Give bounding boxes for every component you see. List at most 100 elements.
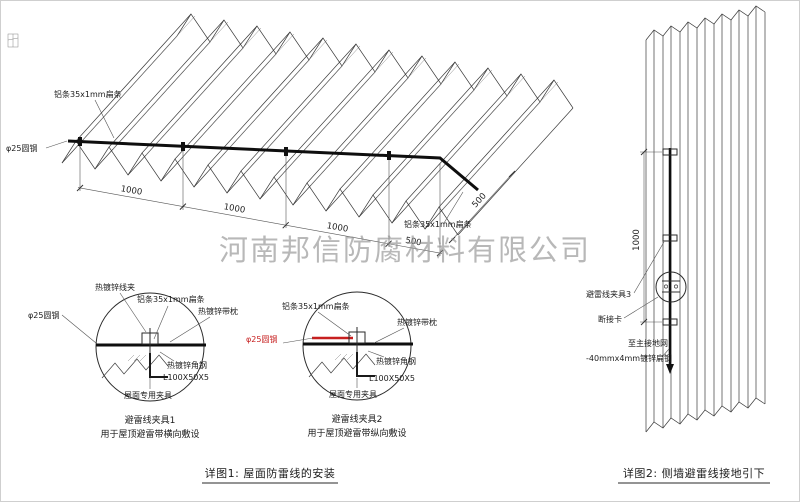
detail-circle xyxy=(302,291,412,401)
wall-bottom-edge xyxy=(645,397,766,433)
leader-line xyxy=(61,314,97,344)
wall-top-edge xyxy=(645,5,766,41)
dimension-tick xyxy=(179,203,187,210)
leader-line xyxy=(169,316,211,343)
roof-ridge-line-2 xyxy=(112,21,229,150)
detail2-subtitle: 用于屋顶避雷带纵向敷设 xyxy=(307,427,406,439)
d1-label-clamp: 热镀锌线夹 xyxy=(95,282,135,292)
dim-label-1000-vertical: 1000 xyxy=(632,229,642,251)
roof-ridge-line xyxy=(405,73,522,202)
dim-label-1000-2: 1000 xyxy=(223,202,246,216)
detail1-clamp: 热镀锌线夹 铝条35x1mm扁条 热镀锌带枕 φ25圆钢 热镀锌角钢 L100X… xyxy=(28,282,238,440)
figure1-caption: 详图1: 屋面防雷线的安装 xyxy=(205,466,336,480)
detail1-drawing xyxy=(95,292,206,402)
d2-label-pad: 热镀锌带枕 xyxy=(397,317,437,327)
wall-clamp xyxy=(662,148,678,156)
detail2-clamp: 铝条35x1mm扁条 热镀锌带枕 φ25圆钢 热镀锌角钢 L100X50X5 屋… xyxy=(246,291,437,439)
disconnect-detail-circle xyxy=(655,271,687,303)
dimension-line-side xyxy=(451,173,513,241)
disconnect-bolt xyxy=(664,284,668,289)
roof-ridge-line-2 xyxy=(409,75,526,204)
d2-label-angle-spec: L100X50X5 xyxy=(369,374,415,383)
leader-line xyxy=(317,311,352,337)
f2-label-ground: 至主接地网 xyxy=(628,338,668,348)
conductor-clamp xyxy=(181,142,185,151)
wall-clamp xyxy=(662,318,678,326)
roof-sheet-section xyxy=(101,354,169,379)
leader-line-red xyxy=(282,337,314,344)
roof-ridge-line-2 xyxy=(145,27,262,156)
roof-ridge-line-2 xyxy=(442,81,559,210)
ground-arrow xyxy=(666,364,674,374)
leader-line xyxy=(94,99,115,139)
roof-ridge-line xyxy=(174,31,291,160)
leader-line xyxy=(443,191,464,224)
d2-label-angle: 热镀锌角钢 xyxy=(376,356,416,366)
d1-label-angle-spec: L100X50X5 xyxy=(163,373,209,382)
d2-label-rod: φ25圆钢 xyxy=(246,334,277,344)
conductor-clamp xyxy=(78,137,82,146)
dim-label-1000-1: 1000 xyxy=(120,184,143,198)
detail-circle xyxy=(95,292,205,402)
d2-label-strip: 铝条35x1mm扁条 xyxy=(282,301,350,311)
roof-ridge-line xyxy=(372,67,489,196)
roof-ridge-line-2 xyxy=(211,39,328,168)
leader-line xyxy=(45,140,68,149)
wall-corrugations xyxy=(645,5,766,433)
roof-corrugations xyxy=(61,13,574,236)
roof-ridge-line-2 xyxy=(376,69,493,198)
detail2-title: 避雷线夹具2 xyxy=(332,413,383,425)
f2-label-flat-steel: -40mmx4mm镀锌扁钢 xyxy=(586,353,672,363)
dimension-tick xyxy=(282,221,290,229)
dimension-tick xyxy=(448,236,456,244)
dim-label-1000-3: 1000 xyxy=(326,221,349,235)
d1-label-rod: φ25圆钢 xyxy=(28,310,59,320)
roof-ridge-line-2 xyxy=(79,15,196,144)
roof-ridge-line-2 xyxy=(343,63,460,192)
company-watermark: 河南邦信防腐材料有限公司 xyxy=(219,233,591,267)
roof-strip-label-right: 铝条35x1mm扁条 xyxy=(404,219,472,229)
dimension-tick xyxy=(436,249,444,257)
dim-label-500-side: 500 xyxy=(470,191,488,210)
figure2-caption: 详图2: 侧墙避雷线接地引下 xyxy=(623,466,765,480)
leader-line xyxy=(153,305,169,340)
angle-steel xyxy=(149,353,168,378)
f2-label-clamp3: 避雷线夹具3 xyxy=(586,289,631,299)
leader-line xyxy=(119,292,147,333)
figure1-roof: 铝条35x1mm扁条 φ25圆钢 铝条35x1mm扁条 1000 1000 10… xyxy=(6,13,574,257)
dim-label-500: 500 xyxy=(404,236,422,249)
f2-label-disconnect: 断接卡 xyxy=(598,314,622,324)
hatch-line xyxy=(139,354,147,362)
lightning-conductor-roof xyxy=(67,139,479,192)
conductor-clamp xyxy=(387,151,391,160)
figure2-wall: 1000 避雷线夹具3 断接卡 至主接地网 -40mmx4mm镀锌扁钢 xyxy=(586,5,766,433)
conductor-clamp xyxy=(284,147,288,156)
roof-sheet-section xyxy=(308,353,376,378)
roof-valley-line xyxy=(457,107,574,236)
disconnect-bolt xyxy=(674,284,678,289)
roof-ridge-line-2 xyxy=(310,57,427,186)
leader-line xyxy=(159,351,175,362)
d2-label-fixture: 屋面专用夹具 xyxy=(329,389,377,399)
dimension-tick xyxy=(508,170,516,178)
roof-ridge-line xyxy=(273,49,390,178)
roof-ridge-line-2 xyxy=(277,51,394,180)
roof-ridge-line-2 xyxy=(178,33,295,162)
roof-back-edge xyxy=(176,13,574,109)
hatch-line xyxy=(334,353,342,361)
dimension-tick xyxy=(76,184,84,192)
roof-ridge-line xyxy=(339,61,456,190)
hatch-line xyxy=(127,354,135,362)
detail1-subtitle: 用于屋顶避雷带横向敷设 xyxy=(100,428,199,440)
dimension-line xyxy=(77,187,443,254)
d1-label-strip: 铝条35x1mm扁条 xyxy=(137,294,205,304)
dimension-tick xyxy=(640,148,648,156)
dimension-tick xyxy=(385,240,392,248)
hatch-line xyxy=(133,354,141,362)
d1-label-angle: 热镀锌角钢 xyxy=(167,360,207,370)
detail1-title: 避雷线夹具1 xyxy=(125,414,176,426)
roof-ridge-line xyxy=(141,25,258,154)
roof-strip-label-left: 铝条35x1mm扁条 xyxy=(54,89,122,99)
